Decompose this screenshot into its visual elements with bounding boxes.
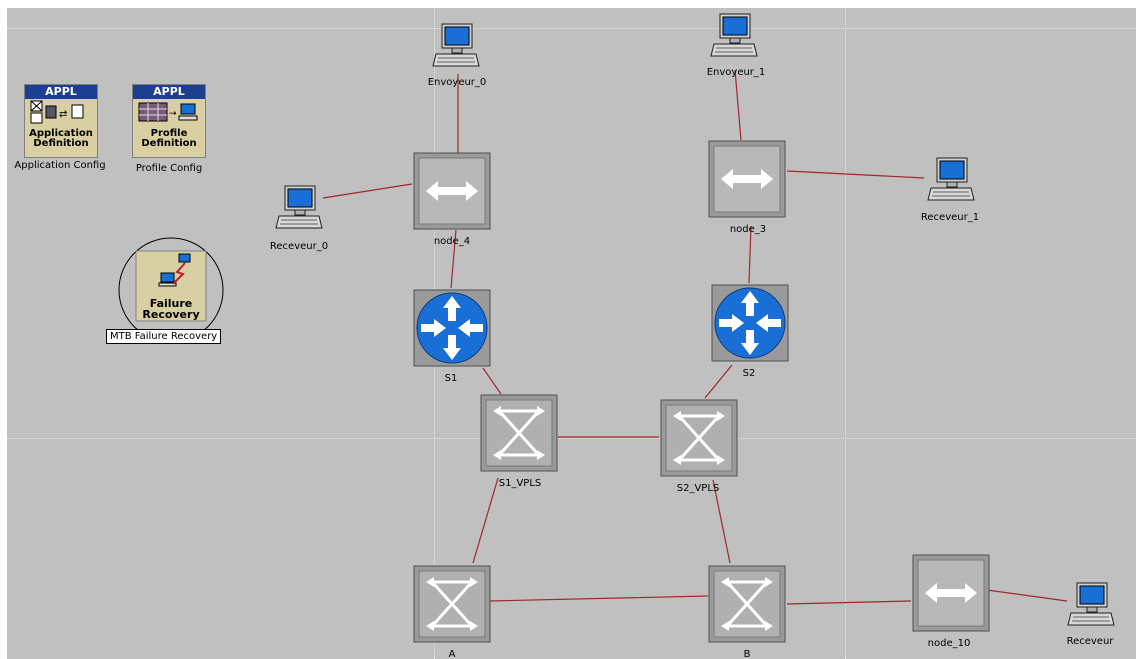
link-s2-s2vpls <box>704 364 733 399</box>
receveur-label: Receveur <box>1066 636 1114 647</box>
s2-vpls-switch[interactable] <box>659 398 739 478</box>
profile-line1: Profile <box>150 128 188 139</box>
link-s1vpls-a <box>472 477 499 564</box>
profile-config-node[interactable]: APPL → Profile Definition <box>132 84 206 158</box>
profile-line2: Definition <box>141 138 197 149</box>
s1-label: S1 <box>444 373 458 384</box>
a-switch[interactable] <box>412 564 492 644</box>
link-s2vpls-b <box>712 479 731 564</box>
links-layer <box>322 69 1068 605</box>
grid-line <box>7 438 1136 439</box>
node-4-label: node_4 <box>433 236 471 247</box>
appl-badge: APPL <box>133 85 205 99</box>
b-label: B <box>743 649 751 659</box>
application-config-node[interactable]: APPL ⇄ Application Definition <box>24 84 98 158</box>
envoyeur-1-label: Envoyeur_1 <box>706 67 766 78</box>
s1-vpls-switch[interactable] <box>479 393 559 473</box>
envoyeur-0-label: Envoyeur_0 <box>427 77 487 88</box>
grid-line <box>7 28 1136 29</box>
failure-recovery-text: Failure Recovery <box>142 298 199 320</box>
b-switch[interactable] <box>707 564 787 644</box>
link-s1-s1vpls <box>482 367 502 395</box>
grid-line <box>845 8 846 659</box>
link-b-node10 <box>786 600 912 605</box>
link-a-b <box>489 595 709 602</box>
envoyeur-0-node[interactable] <box>432 22 480 74</box>
failure-line1: Failure <box>149 297 193 310</box>
application-config-label: Application Config <box>14 160 106 171</box>
link-node10-receveur <box>986 589 1068 602</box>
svg-text:⇄: ⇄ <box>59 109 67 120</box>
failure-recovery-label: MTB Failure Recovery <box>106 329 222 344</box>
application-line2: Definition <box>33 138 89 149</box>
receveur-0-node[interactable] <box>275 184 323 236</box>
network-canvas[interactable]: APPL ⇄ Application Definition Applicatio… <box>7 8 1136 659</box>
receveur-node[interactable] <box>1067 581 1115 633</box>
a-label: A <box>448 649 456 659</box>
envoyeur-1-node[interactable] <box>710 12 758 64</box>
application-line1: Application <box>29 128 93 139</box>
node-4-hub[interactable] <box>412 151 492 231</box>
profile-icon: → <box>138 102 198 122</box>
link-receveur0-node4 <box>322 183 413 199</box>
application-icon: ⇄ <box>30 100 84 124</box>
link-node3-receveur1 <box>786 170 925 179</box>
s2-vpls-label: S2_VPLS <box>676 483 720 494</box>
svg-text:→: → <box>169 109 177 119</box>
s1-router[interactable] <box>412 288 492 368</box>
s2-router[interactable] <box>710 283 790 363</box>
node-10-label: node_10 <box>927 638 971 649</box>
node-3-hub[interactable] <box>707 139 787 219</box>
profile-config-label: Profile Config <box>135 163 203 174</box>
link-envoyeur1-node3 <box>734 69 742 141</box>
failure-line2: Recovery <box>142 308 200 321</box>
node-10-hub[interactable] <box>911 553 991 633</box>
receveur-1-label: Receveur_1 <box>920 212 980 223</box>
s1-vpls-label: S1_VPLS <box>498 478 542 489</box>
appl-badge: APPL <box>25 85 97 99</box>
receveur-0-label: Receveur_0 <box>269 241 329 252</box>
node-3-label: node_3 <box>729 224 767 235</box>
receveur-1-node[interactable] <box>927 156 975 208</box>
link-node4-s1 <box>450 229 457 289</box>
link-node3-s2 <box>748 225 752 284</box>
s2-label: S2 <box>742 368 756 379</box>
failure-recovery-node[interactable] <box>115 234 227 346</box>
